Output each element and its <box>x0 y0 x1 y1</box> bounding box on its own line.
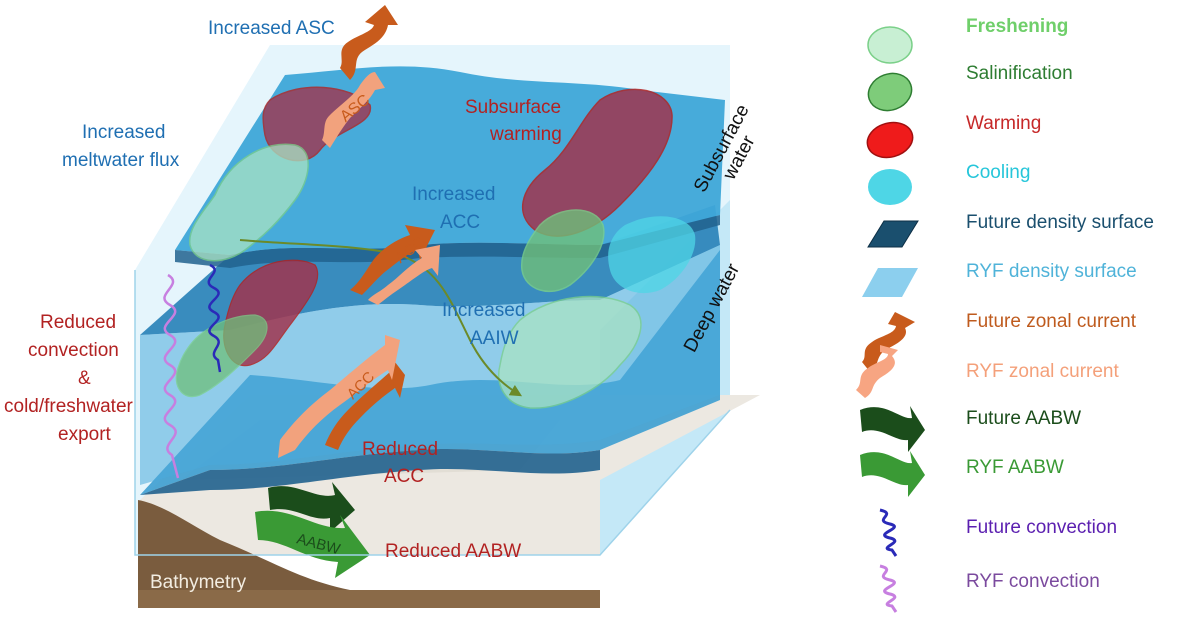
future-acc-arrow-lower <box>325 362 405 450</box>
ryf-acc-arrow-upper <box>368 245 440 305</box>
future-asc-arrow <box>340 5 398 80</box>
future-acc-arrow-upper <box>350 225 435 295</box>
aaiw-freshening-patch <box>498 295 642 409</box>
outer-box-front-edge <box>134 270 731 556</box>
future-aabw-arrow <box>268 482 355 532</box>
ryf-acc-arrow-lower <box>278 335 400 458</box>
upper-salinification-patch <box>520 209 605 293</box>
bathymetry-base <box>138 590 600 608</box>
meltwater-freshening-patch <box>189 143 309 262</box>
cooling-patch <box>608 216 696 294</box>
future-convection-squiggle <box>207 263 222 373</box>
bathymetry-slope <box>138 500 430 608</box>
ryf-asc-arrow <box>322 72 385 148</box>
deep-density-surface-dark <box>140 448 600 495</box>
ryf-aabw-arrow <box>255 510 370 578</box>
middle-salinification-patch <box>175 314 268 398</box>
aaiw-pathway-arrow <box>239 239 523 397</box>
ryf-convection-squiggle <box>163 273 180 479</box>
